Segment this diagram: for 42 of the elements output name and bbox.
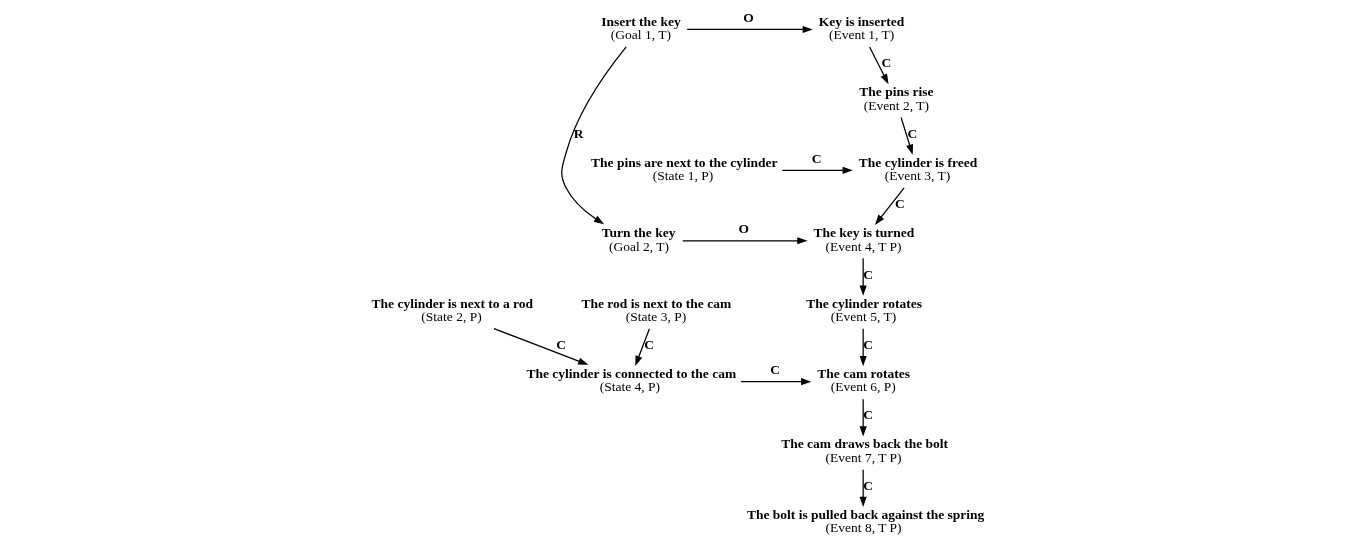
edge-label: C	[863, 477, 873, 493]
edge-label: R	[573, 125, 584, 141]
arrow	[859, 328, 867, 367]
edge-label: C	[811, 150, 822, 166]
edge-label: C	[770, 362, 781, 378]
node-text: The cylinder rotates (Event 5, T)	[806, 295, 922, 325]
arrow	[561, 46, 627, 225]
arrow	[781, 166, 853, 174]
node-text: Turn the key (Goal 2, T)	[601, 225, 676, 254]
edge-label: C	[863, 337, 873, 353]
node-text: The cylinder is freed (Event 3, T)	[858, 154, 978, 184]
edge-label: C	[644, 337, 654, 353]
node-text: Insert the key (Goal 1, T)	[601, 13, 681, 43]
node-text: The cam rotates (Event 6, P)	[817, 365, 911, 395]
node-text: The cam draws back the bolt (Event 7, T P)	[781, 436, 949, 465]
edge-label: O	[743, 9, 754, 25]
node-text: The cylinder is next to a rod (State 2, P)	[371, 295, 534, 325]
node-text: The key is turned (Event 4, T P)	[813, 225, 915, 254]
edge-label: C	[895, 196, 905, 212]
edge-label: O	[738, 221, 749, 237]
arrow	[900, 116, 914, 155]
arrow	[859, 398, 867, 437]
arrow	[869, 46, 889, 85]
node-text: The pins rise (Event 2, T)	[859, 84, 934, 113]
arrow	[859, 469, 867, 507]
node-text: The cylinder is connected to the cam (State 4, P)	[526, 365, 737, 395]
edge-label: C	[907, 125, 918, 141]
arrow	[686, 25, 813, 34]
edge-label: C	[863, 407, 873, 423]
node-text: The pins are next to the cylinder (State 1, P)	[591, 154, 778, 184]
node-text: Key is inserted (Event 1, T)	[818, 13, 905, 43]
arrow	[859, 257, 867, 296]
arrow	[493, 327, 589, 365]
node-text: The bolt is pulled back against the spring (Event 8, T P)	[746, 506, 985, 536]
edge-label: C	[556, 337, 567, 353]
arrow	[874, 187, 905, 225]
node-text: The rod is next to the cam (State 3, P)	[581, 295, 732, 325]
edge-label: C	[863, 266, 873, 282]
arrow	[682, 237, 808, 245]
edge-label: C	[881, 55, 892, 71]
arrow	[635, 328, 651, 366]
arrow	[740, 378, 812, 386]
